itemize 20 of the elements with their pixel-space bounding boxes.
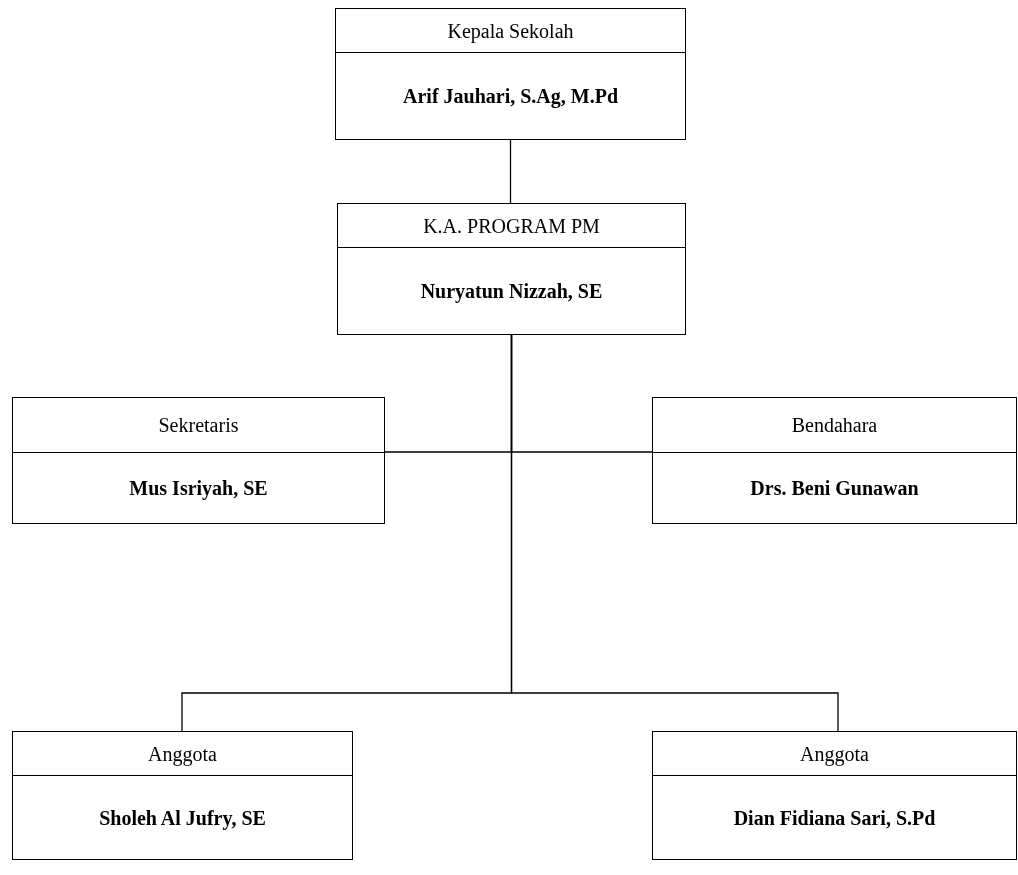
name-label: Mus Isriyah, SE bbox=[128, 476, 269, 502]
org-box bbox=[652, 731, 1017, 860]
role-label: K.A. PROGRAM PM bbox=[338, 204, 685, 248]
role-label: Bendahara bbox=[653, 398, 1016, 453]
name-label: Arif Jauhari, S.Ag, M.Pd bbox=[402, 84, 619, 110]
connector-line bbox=[509, 139, 512, 204]
role-label: Kepala Sekolah bbox=[336, 9, 685, 53]
org-box bbox=[335, 8, 686, 140]
role-label: Sekretaris bbox=[13, 398, 384, 453]
name-label: Nuryatun Nizzah, SE bbox=[419, 279, 604, 305]
name-label: Sholeh Al Jufry, SE bbox=[98, 805, 267, 832]
org-box bbox=[12, 397, 385, 524]
connector-line bbox=[510, 334, 839, 732]
org-box bbox=[12, 731, 353, 860]
name-label: Dian Fidiana Sari, S.Pd bbox=[732, 805, 937, 831]
org-box bbox=[652, 397, 1017, 524]
name-label: Drs. Beni Gunawan bbox=[749, 476, 920, 501]
role-label: Anggota bbox=[653, 732, 1016, 776]
role-label: Anggota bbox=[13, 732, 352, 776]
org-box bbox=[337, 203, 686, 335]
